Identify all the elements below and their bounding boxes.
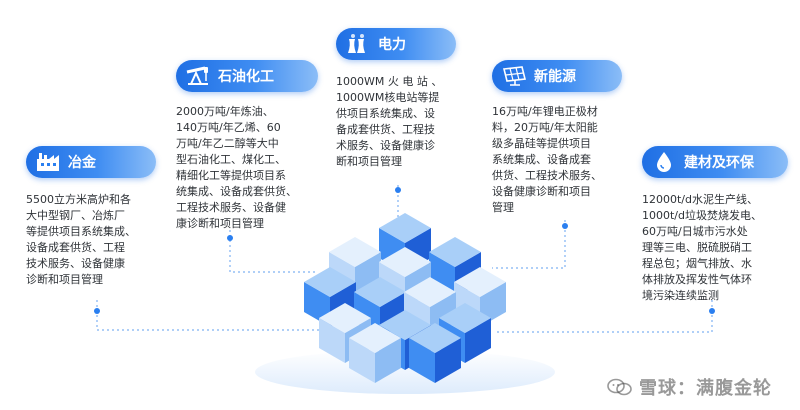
oil-pump-icon (184, 64, 212, 88)
sector-tag-power: 电力 (336, 28, 456, 60)
sector-label-new-energy: 新能源 (534, 69, 576, 85)
dot-petrochemical (227, 235, 233, 241)
sector-tag-petrochemical: 石油化工 (176, 60, 318, 92)
dot-building-env (709, 308, 715, 314)
sector-tag-building-env: 建材及环保 (642, 146, 788, 178)
sector-card-petrochemical: 石油化工 2000万吨/年炼油、 140万吨/年乙烯、60 万吨/年乙二醇等大中… (176, 60, 336, 232)
sector-desc-petrochemical: 2000万吨/年炼油、 140万吨/年乙烯、60 万吨/年乙二醇等大中 型石油化… (176, 105, 297, 230)
connector-petrochemical (229, 230, 318, 273)
sector-desc-new-energy: 16万吨/年锂电正极材 料，20万吨/年太阳能 级多晶硅等提供项目 系统集成、设… (492, 105, 602, 214)
solar-panel-icon (500, 64, 528, 88)
dot-metallurgy (94, 308, 100, 314)
cube-top-face (329, 237, 381, 267)
factory-icon (34, 150, 62, 174)
sector-label-power: 电力 (378, 37, 406, 53)
watermark-text: 雪球：满腹金轮 (639, 378, 772, 399)
sector-card-building-env: 建材及环保 12000t/d水泥生产线、 1000t/d垃圾焚烧发电、 60万吨… (642, 146, 792, 304)
sector-card-metallurgy: 冶金 5500立方米高炉和各 大中型钢厂、冶炼厂 等提供项目系统集成、 设备成套… (26, 146, 186, 288)
dot-new-energy (562, 223, 568, 229)
cube (409, 323, 461, 383)
wechat-icon (607, 378, 633, 396)
sector-card-power: 电力 1000WM 火 电 站 、 1000WM核电站等提 供项目系统集成、设 … (336, 28, 476, 170)
sector-tag-metallurgy: 冶金 (26, 146, 156, 178)
sector-desc-metallurgy: 5500立方米高炉和各 大中型钢厂、冶炼厂 等提供项目系统集成、 设备成套供货、… (26, 193, 136, 286)
sector-label-metallurgy: 冶金 (68, 155, 96, 171)
connector-dots (94, 187, 715, 314)
cube-top-face (349, 323, 401, 353)
sector-label-building-env: 建材及环保 (684, 155, 754, 171)
cube-floor-glow (255, 350, 555, 394)
cube (349, 323, 401, 383)
cube-top-face (429, 237, 481, 267)
cube-top-face (439, 303, 491, 333)
sector-label-petrochemical: 石油化工 (218, 69, 274, 85)
water-drop-icon (650, 150, 678, 174)
sector-desc-power: 1000WM 火 电 站 、 1000WM核电站等提 供项目系统集成、设 备成套… (336, 75, 443, 168)
cube-top-face (404, 277, 456, 307)
sector-desc-building-env: 12000t/d水泥生产线、 1000t/d垃圾焚烧发电、 60万吨/日城市污水… (642, 193, 762, 302)
sector-card-new-energy: 新能源 16万吨/年锂电正极材 料，20万吨/年太阳能 级多晶硅等提供项目 系统… (492, 60, 642, 216)
cube-top-face (379, 213, 431, 243)
dot-power (395, 187, 401, 193)
watermark: 雪球：满腹金轮 (607, 374, 772, 400)
cube-top-face (304, 267, 356, 297)
cube-top-face (379, 247, 431, 277)
cube-top-face (379, 310, 431, 340)
cube-cluster (304, 213, 506, 383)
cube-top-face (354, 277, 406, 307)
cube-top-face (409, 323, 461, 353)
sector-tag-new-energy: 新能源 (492, 60, 622, 92)
connector-metallurgy (96, 300, 335, 331)
cube-top-face (454, 267, 506, 297)
cooling-tower-icon (344, 32, 372, 56)
connector-new-energy (492, 220, 566, 269)
cube-top-face (319, 303, 371, 333)
connector-building-env (495, 300, 713, 333)
